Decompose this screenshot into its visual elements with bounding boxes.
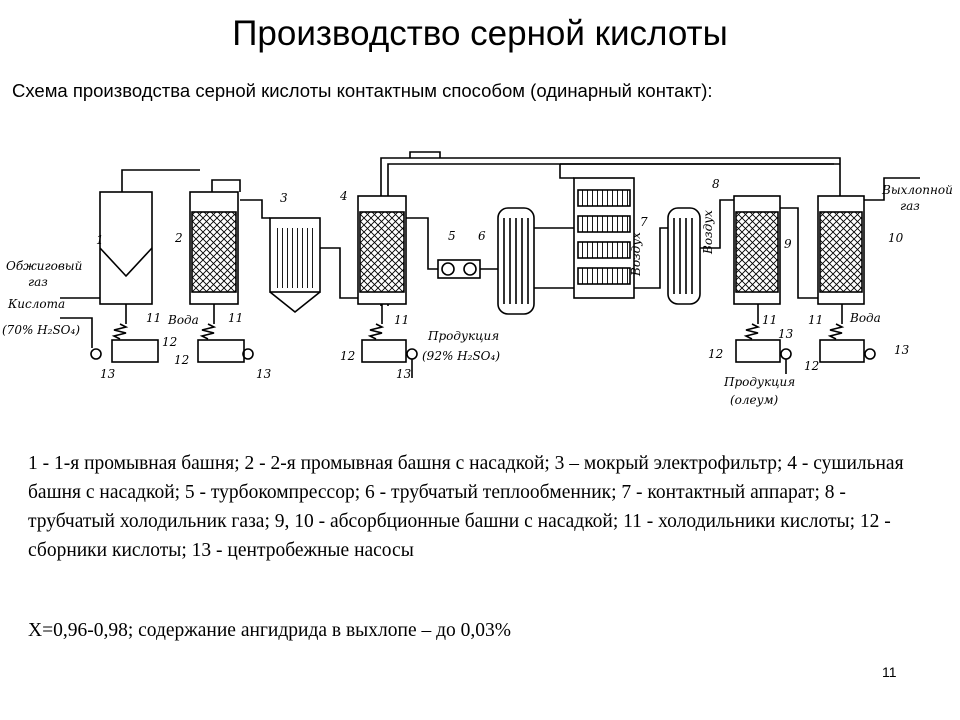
page-number: 11 [882,664,897,680]
collector-12c [361,339,407,363]
formula-text: X=0,96-0,98; содержание ангидрида в выхл… [28,620,512,641]
num-11a: 11 [146,311,161,325]
tower-1 [99,191,153,305]
label-air-2: Воздух [701,210,715,255]
num-6: 6 [478,229,486,243]
label-product-2b: (олеум) [730,393,779,407]
label-roast-gas-1: Обжиговый [6,259,82,273]
page-subtitle: Схема производства серной кислоты контак… [12,80,713,101]
label-product-1b: (92% H₂SO₄) [422,349,500,363]
num-13c: 13 [396,367,412,381]
label-roast-gas-2: газ [28,275,48,289]
num-2: 2 [174,231,183,245]
num-1: 1 [96,233,104,247]
num-11b: 11 [228,311,243,325]
num-9: 9 [784,237,792,251]
num-7: 7 [640,215,648,229]
collector-12d [735,339,781,363]
label-water-2: Вода [849,311,881,325]
collector-12a [111,339,159,363]
num-13d: 13 [778,327,794,341]
collector-12e [819,339,865,363]
label-exhaust-2: газ [900,199,920,213]
legend-text: 1 - 1-я промывная башня; 2 - 2-я промывн… [28,453,904,561]
turbocompressor-5 [437,259,481,279]
num-8: 8 [712,177,720,191]
num-12e: 12 [804,359,819,373]
label-acid-1: Кислота [7,297,65,311]
label-water-1: Вода [167,313,199,327]
num-4: 4 [339,189,348,203]
num-13b: 13 [256,367,272,381]
page-title: Производство серной кислоты [232,14,728,53]
num-10: 10 [888,231,904,245]
collector-12b [197,339,245,363]
label-acid-2: (70% H₂SO₄) [2,323,80,337]
label-exhaust-1: Выхлопной [881,183,953,197]
num-11e: 11 [808,313,823,327]
num-5: 5 [448,229,456,243]
num-3: 3 [280,191,288,205]
num-12b: 12 [174,353,189,367]
label-product-1: Продукция [427,329,499,343]
num-11c: 11 [394,313,409,327]
label-product-2: Продукция [723,375,795,389]
gas-cooler-8 [667,207,701,305]
num-13e: 13 [894,343,910,357]
label-air-1: Воздух [629,232,643,277]
num-11d: 11 [762,313,777,327]
process-diagram: Обжиговый газ Кислота (70% H₂SO₄) Вода В… [2,151,953,407]
num-12d: 12 [708,347,723,361]
num-12c: 12 [340,349,355,363]
num-12a: 12 [162,335,177,349]
num-13a: 13 [100,367,116,381]
